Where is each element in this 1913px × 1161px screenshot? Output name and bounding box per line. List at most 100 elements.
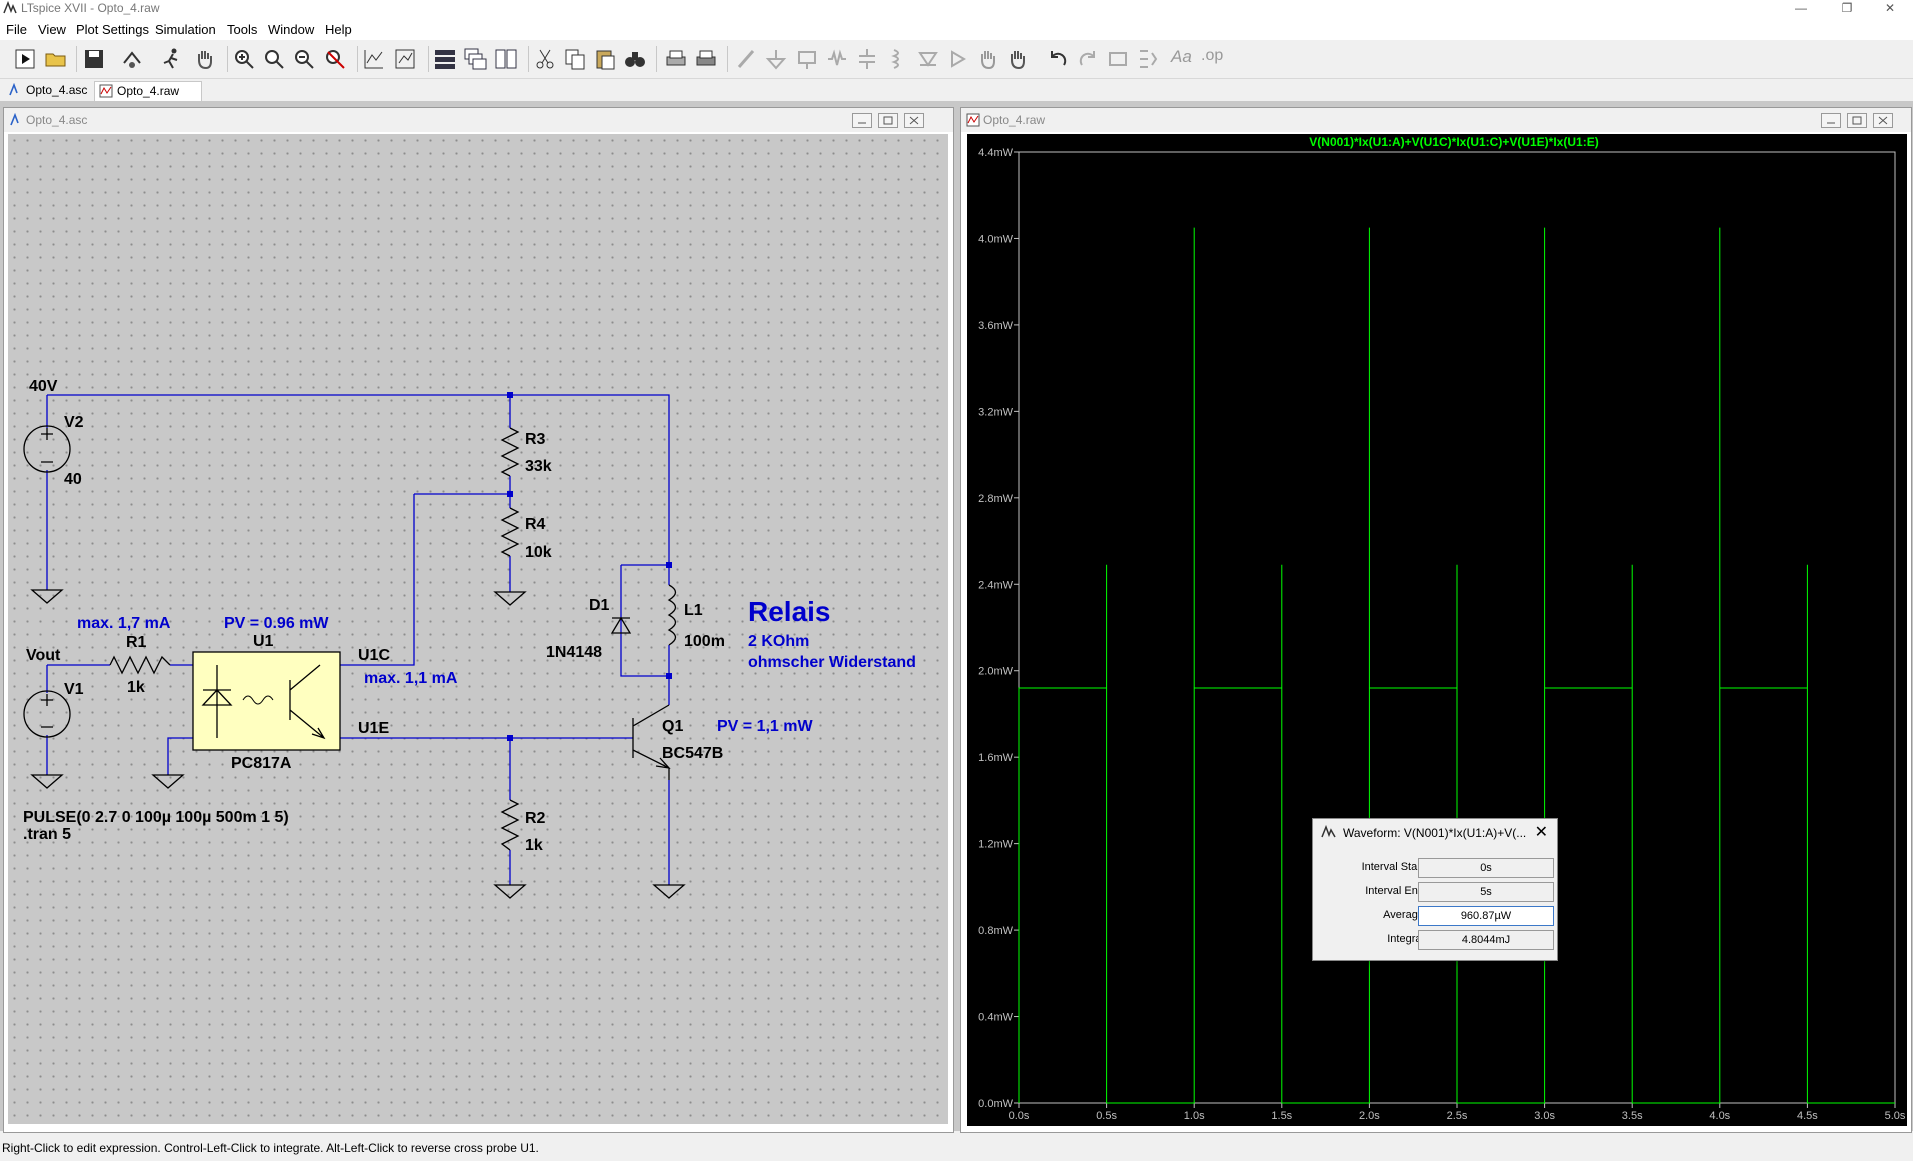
pulse-directive[interactable]: PULSE(0 2.7 0 100µ 100µ 500m 1 5)	[23, 809, 289, 826]
waveform-window-titlebar[interactable]: Opto_4.raw	[961, 108, 1911, 132]
tab-waveform[interactable]: Opto_4.raw	[94, 81, 202, 101]
wire-junctions	[507, 392, 672, 741]
interval-start-label: Interval Start:	[1361, 861, 1427, 873]
trace-expression[interactable]: V(N001)*Ix(U1:A)+V(U1C)*Ix(U1:C)+V(U1E)*…	[1309, 135, 1598, 149]
zoom-out-icon[interactable]	[292, 47, 316, 71]
copy-icon[interactable]	[563, 47, 587, 71]
waveform-window-title: Opto_4.raw	[983, 113, 1046, 127]
open-folder-icon[interactable]	[44, 47, 68, 71]
r1-name: R1	[126, 634, 147, 651]
print-setup-icon[interactable]	[694, 47, 718, 71]
ground-icon[interactable]	[764, 47, 788, 71]
y-tick-label: 1.2mW	[978, 839, 1013, 851]
schematic-canvas[interactable]	[8, 134, 948, 1124]
run-icon[interactable]	[13, 47, 37, 71]
zoom-cancel-icon[interactable]	[323, 47, 347, 71]
y-tick-label: 2.4mW	[978, 579, 1013, 591]
dialog-close-icon[interactable]: ✕	[1534, 824, 1548, 841]
move-hand-icon[interactable]	[976, 47, 1000, 71]
pan-hand-icon[interactable]	[193, 47, 217, 71]
status-bar: Right-Click to edit expression. Control-…	[0, 1138, 1913, 1161]
x-tick-label: 3.5s	[1622, 1110, 1643, 1122]
tab-label: Opto_4.raw	[117, 84, 180, 98]
voltage-source-v1[interactable]	[23, 690, 71, 738]
menu-tools[interactable]: Tools	[227, 22, 258, 37]
average-field[interactable]: 960.87µW	[1418, 906, 1554, 926]
inductor-icon[interactable]	[886, 47, 910, 71]
resistor-r1[interactable]	[109, 655, 171, 675]
net-label-u1c: U1C	[358, 647, 390, 664]
transistor-q1[interactable]	[632, 704, 671, 780]
menu-help[interactable]: Help	[325, 22, 352, 37]
restore-icon[interactable]	[1847, 113, 1867, 128]
close-icon[interactable]: ✕	[1884, 1, 1896, 15]
window-title: LTspice XVII - Opto_4.raw	[21, 1, 160, 15]
tile-vertical-icon[interactable]	[494, 47, 518, 71]
find-binoculars-icon[interactable]	[623, 47, 647, 71]
label-net-icon[interactable]	[795, 47, 819, 71]
resistor-r3[interactable]	[500, 427, 520, 477]
minimize-icon[interactable]: —	[1795, 1, 1807, 15]
diode-icon[interactable]	[916, 47, 940, 71]
menu-view[interactable]: View	[38, 22, 66, 37]
draw-wire-icon[interactable]	[734, 47, 758, 71]
menu-window[interactable]: Window	[268, 22, 315, 37]
resistor-r4[interactable]	[500, 507, 520, 557]
tab-schematic[interactable]: Opto_4.asc	[4, 81, 110, 100]
x-tick-label: 1.0s	[1184, 1110, 1205, 1122]
component-icon[interactable]	[946, 47, 970, 71]
waveform-chart[interactable]: V(N001)*Ix(U1:A)+V(U1C)*Ix(U1:C)+V(U1E)*…	[967, 134, 1907, 1126]
zoom-in-icon[interactable]	[232, 47, 256, 71]
mirror-icon[interactable]	[1136, 47, 1160, 71]
drag-hand-icon[interactable]	[1006, 47, 1030, 71]
minimize-icon[interactable]	[852, 113, 872, 128]
cascade-icon[interactable]	[463, 47, 487, 71]
capacitor-icon[interactable]	[855, 47, 879, 71]
undo-icon[interactable]	[1046, 47, 1070, 71]
minimize-icon[interactable]	[1821, 113, 1841, 128]
schematic-icon	[10, 113, 19, 126]
manual-limits-icon[interactable]	[393, 47, 417, 71]
restore-icon[interactable]	[878, 113, 898, 128]
close-icon[interactable]	[904, 113, 924, 128]
schematic-window-titlebar[interactable]: Opto_4.asc	[4, 108, 953, 132]
interval-start-field[interactable]: 0s	[1418, 858, 1554, 878]
y-tick-label: 4.0mW	[978, 233, 1013, 245]
control-panel-icon[interactable]	[120, 47, 144, 71]
cut-icon[interactable]	[533, 47, 557, 71]
diode-d1[interactable]	[610, 616, 632, 634]
optocoupler-u1[interactable]	[192, 651, 341, 751]
menu-file[interactable]: File	[6, 22, 27, 37]
menu-plot-settings[interactable]: Plot Settings	[76, 22, 149, 37]
v1-name: V1	[64, 681, 84, 698]
inductor-l1[interactable]	[667, 584, 677, 646]
tran-directive[interactable]: .tran 5	[23, 826, 71, 843]
net-label-u1e: U1E	[358, 720, 389, 737]
resistor-r2[interactable]	[500, 799, 520, 851]
r4-name: R4	[525, 516, 546, 533]
spice-directive-icon[interactable]: .op	[1201, 47, 1224, 64]
integral-field[interactable]: 4.8044mJ	[1418, 930, 1554, 950]
interval-end-field[interactable]: 5s	[1418, 882, 1554, 902]
u1-name: U1	[253, 633, 274, 650]
trace-line[interactable]	[1018, 227, 1895, 1104]
rotate-icon[interactable]	[1106, 47, 1130, 71]
schematic-window-title: Opto_4.asc	[26, 113, 88, 127]
autorange-icon[interactable]	[362, 47, 386, 71]
voltage-source-v2[interactable]	[23, 425, 71, 473]
print-icon[interactable]	[664, 47, 688, 71]
restore-icon[interactable]: ❐	[1841, 1, 1853, 15]
r2-value: 1k	[525, 837, 543, 854]
text-icon[interactable]: Aa	[1171, 47, 1192, 66]
tile-horizontal-icon[interactable]	[433, 47, 457, 71]
menu-simulation[interactable]: Simulation	[155, 22, 216, 37]
zoom-fit-icon[interactable]	[262, 47, 286, 71]
redo-icon[interactable]	[1076, 47, 1100, 71]
schematic-wires	[46, 394, 670, 885]
resistor-icon[interactable]	[825, 47, 849, 71]
run-man-icon[interactable]	[160, 47, 184, 71]
close-icon[interactable]	[1873, 113, 1893, 128]
paste-icon[interactable]	[593, 47, 617, 71]
save-icon[interactable]	[82, 47, 106, 71]
tab-label: Opto_4.asc	[26, 83, 88, 97]
